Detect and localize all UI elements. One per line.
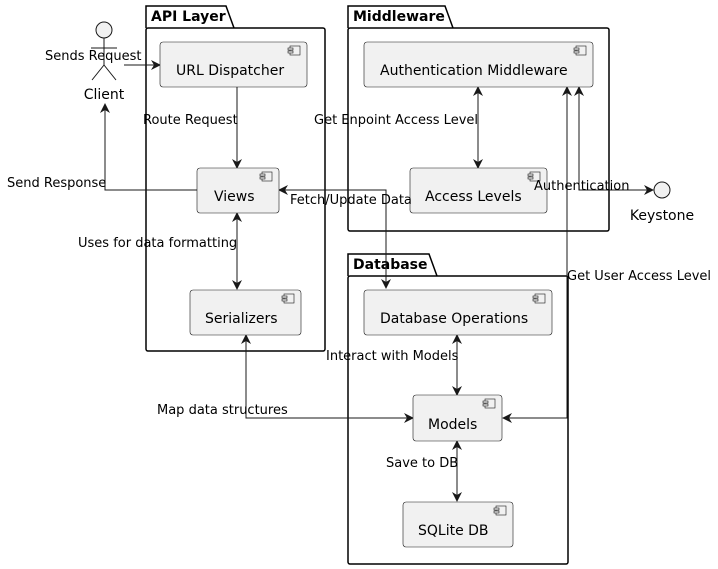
label-sends-request: Sends Request <box>45 49 141 64</box>
component-icon <box>259 171 273 182</box>
component-label: Models <box>428 417 477 433</box>
component-label: Database Operations <box>380 311 528 327</box>
label-send-response: Send Response <box>7 176 106 191</box>
component-icon <box>532 293 546 304</box>
label-map-structures: Map data structures <box>157 403 288 418</box>
component-icon <box>527 171 541 182</box>
component-icon <box>573 45 587 56</box>
interface-label: Keystone <box>630 208 694 224</box>
package-title-middleware: Middleware <box>353 9 445 25</box>
component-icon <box>493 505 507 516</box>
component-models[interactable]: Models <box>412 394 503 442</box>
component-icon <box>287 45 301 56</box>
label-authentication: Authentication <box>534 179 629 194</box>
edges <box>100 60 654 502</box>
label-route-request: Route Request <box>143 113 238 128</box>
interface-keystone[interactable]: Keystone <box>630 181 694 224</box>
component-icon <box>482 398 496 409</box>
actor-head <box>95 21 113 39</box>
component-label: Serializers <box>205 311 278 327</box>
actor-leg-left <box>91 64 105 81</box>
component-serializers[interactable]: Serializers <box>189 289 302 336</box>
component-label: Authentication Middleware <box>380 63 568 79</box>
actor-label: Client <box>84 87 125 103</box>
label-interact-models: Interact with Models <box>326 349 459 364</box>
component-label: SQLite DB <box>418 523 489 539</box>
label-save-db: Save to DB <box>386 456 458 471</box>
actor-leg-right <box>103 64 117 81</box>
actor-client[interactable]: Client <box>84 21 125 103</box>
label-endpoint-access: Get Enpoint Access Level <box>314 113 478 128</box>
component-database-operations[interactable]: Database Operations <box>363 289 553 336</box>
component-authentication-middleware[interactable]: Authentication Middleware <box>363 41 594 88</box>
edge-user-access <box>502 86 572 423</box>
package-title-database: Database <box>353 257 428 273</box>
component-views[interactable]: Views <box>196 167 280 214</box>
edge-labels: Sends Request Route Request Send Respons… <box>7 49 711 471</box>
label-fetch-update: Fetch/Update Data <box>290 193 412 208</box>
label-data-formatting: Uses for data formatting <box>78 236 237 251</box>
component-access-levels[interactable]: Access Levels <box>409 167 548 214</box>
edge-fetch-update <box>278 185 391 289</box>
edge-authentication <box>574 86 654 195</box>
package-title-api: API Layer <box>151 9 226 25</box>
component-label: Access Levels <box>425 189 522 205</box>
edge-map-structures <box>241 334 414 423</box>
edge-send-response <box>100 103 197 191</box>
component-url-dispatcher[interactable]: URL Dispatcher <box>159 41 308 88</box>
component-label: Views <box>214 189 255 205</box>
interface-circle <box>653 181 671 199</box>
component-sqlite-db[interactable]: SQLite DB <box>402 501 514 548</box>
component-icon <box>281 293 295 304</box>
component-label: URL Dispatcher <box>176 63 284 79</box>
label-user-access: Get User Access Level <box>567 269 711 284</box>
